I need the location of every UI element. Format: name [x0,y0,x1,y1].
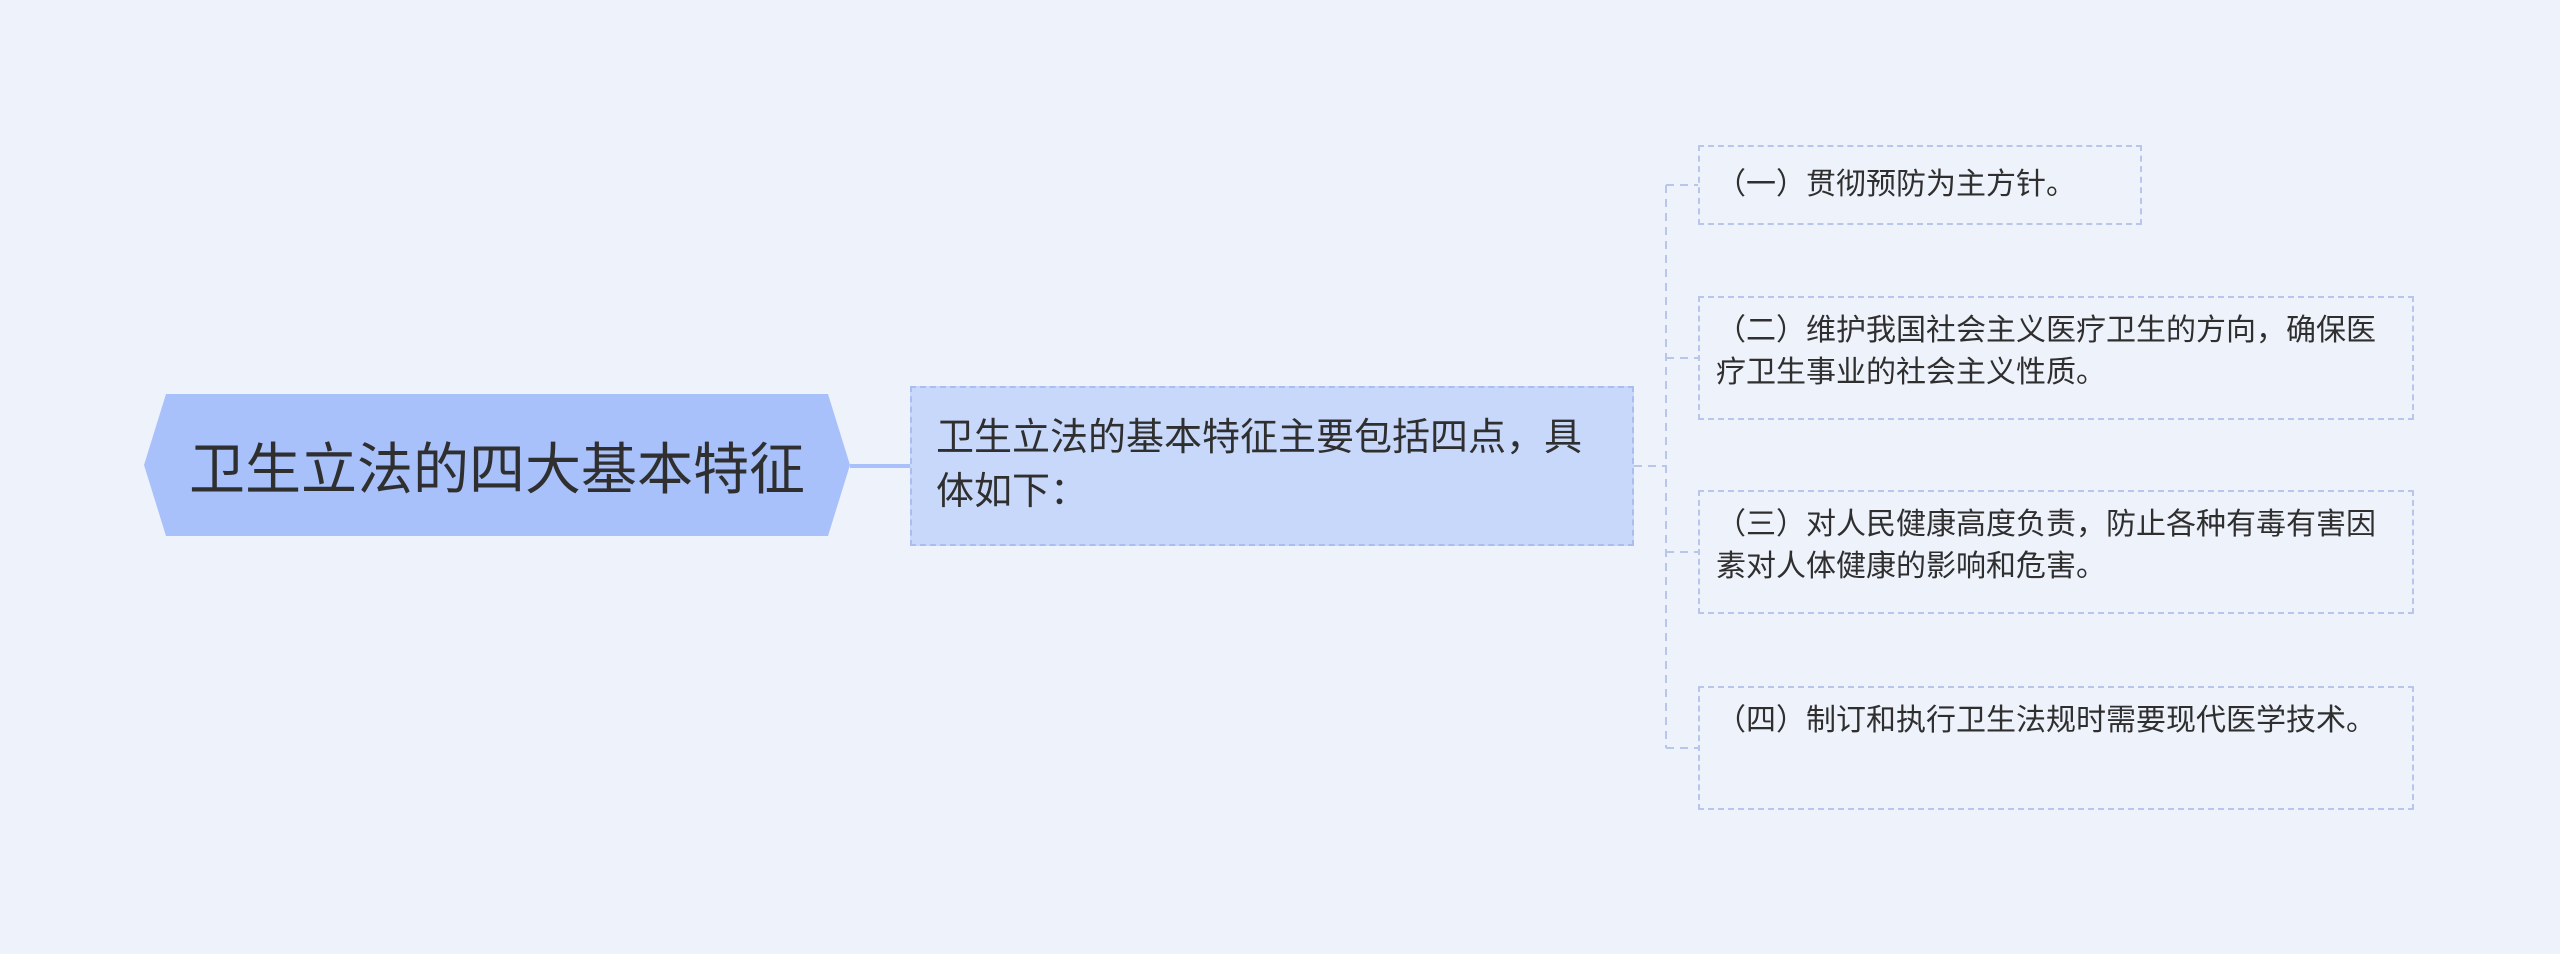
point-label-2: （二）维护我国社会主义医疗卫生的方向，确保医疗卫生事业的社会主义性质。 [1716,313,2376,390]
point-node-1[interactable]: （一）贯彻预防为主方针。 [1698,145,2142,225]
summary-label: 卫生立法的基本特征主要包括四点，具体如下： [936,415,1583,513]
point-label-1: （一）贯彻预防为主方针。 [1716,167,2076,202]
root-topic-node[interactable]: 卫生立法的四大基本特征 [144,394,850,536]
point-node-3[interactable]: （三）对人民健康高度负责，防止各种有毒有害因素对人体健康的影响和危害。 [1698,490,2414,614]
summary-node[interactable]: 卫生立法的基本特征主要包括四点，具体如下： [910,386,1634,546]
root-topic-label: 卫生立法的四大基本特征 [189,437,805,503]
point-label-4: （四）制订和执行卫生法规时需要现代医学技术。 [1716,703,2376,738]
point-node-4[interactable]: （四）制订和执行卫生法规时需要现代医学技术。 [1698,686,2414,810]
point-label-3: （三）对人民健康高度负责，防止各种有毒有害因素对人体健康的影响和危害。 [1716,507,2376,584]
point-node-2[interactable]: （二）维护我国社会主义医疗卫生的方向，确保医疗卫生事业的社会主义性质。 [1698,296,2414,420]
